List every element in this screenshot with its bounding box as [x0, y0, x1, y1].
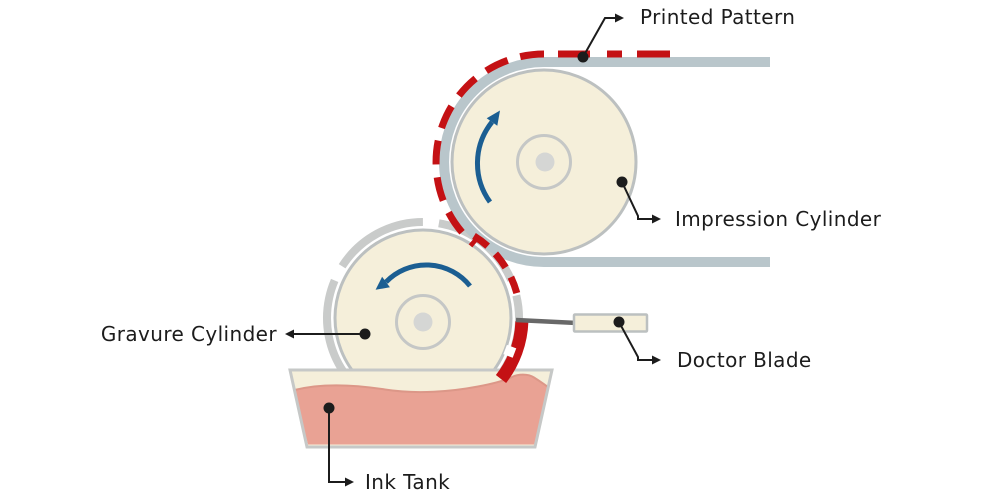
impression-hub: [535, 152, 555, 172]
ink-tank-outline: [288, 368, 554, 449]
doctor-blade-edge: [515, 317, 578, 326]
impression-cylinder-label: Impression Cylinder: [675, 207, 882, 231]
leader-dot-icon: [616, 176, 628, 188]
ink: [294, 374, 549, 445]
rotation-arrow-icon-impression: [474, 110, 500, 204]
doctor-blade-label: Doctor Blade: [677, 348, 812, 372]
leader-arrowhead-icon: [652, 355, 661, 365]
leader-arrowhead-icon: [652, 214, 661, 224]
doctored-notch: [503, 344, 517, 358]
ink-film-arc: [495, 321, 529, 383]
gravure-cylinder-label: Gravure Cylinder: [101, 322, 278, 346]
rotation-arrow-icon-gravure: [375, 262, 472, 290]
impression-cylinder: [450, 68, 638, 256]
substrate-web: [439, 57, 770, 267]
label-printed-pattern: Printed Pattern: [577, 5, 795, 63]
printed-pattern-dashes: [432, 50, 671, 299]
label-ink-tank: Ink Tank: [323, 402, 450, 494]
gravure-hub: [413, 312, 433, 332]
printed-pattern-label: Printed Pattern: [640, 5, 795, 29]
leader-arrowhead-icon: [285, 329, 294, 339]
leader-dot-icon: [323, 402, 335, 414]
doctor-blade: [515, 313, 649, 333]
label-impression-cylinder: Impression Cylinder: [616, 176, 882, 231]
doctor-blade-holder: [572, 313, 649, 333]
leader-dot-icon: [359, 328, 371, 340]
inked-cells-dashes: [472, 233, 522, 299]
leader-arrowhead-icon: [615, 13, 624, 23]
ink-tank: [288, 368, 554, 449]
leader-dot-icon: [613, 316, 625, 328]
ink-tank-label: Ink Tank: [365, 470, 450, 494]
leader-dot-icon: [577, 51, 589, 63]
label-gravure-cylinder: Gravure Cylinder: [101, 322, 371, 346]
gravure-inner-ring: [395, 294, 451, 350]
web-wrap-dashes: [432, 50, 545, 248]
leader-arrowhead-icon: [345, 477, 354, 487]
label-doctor-blade: Doctor Blade: [613, 316, 812, 372]
impression-inner-ring: [516, 134, 572, 190]
ink-surface-line: [294, 373, 550, 394]
